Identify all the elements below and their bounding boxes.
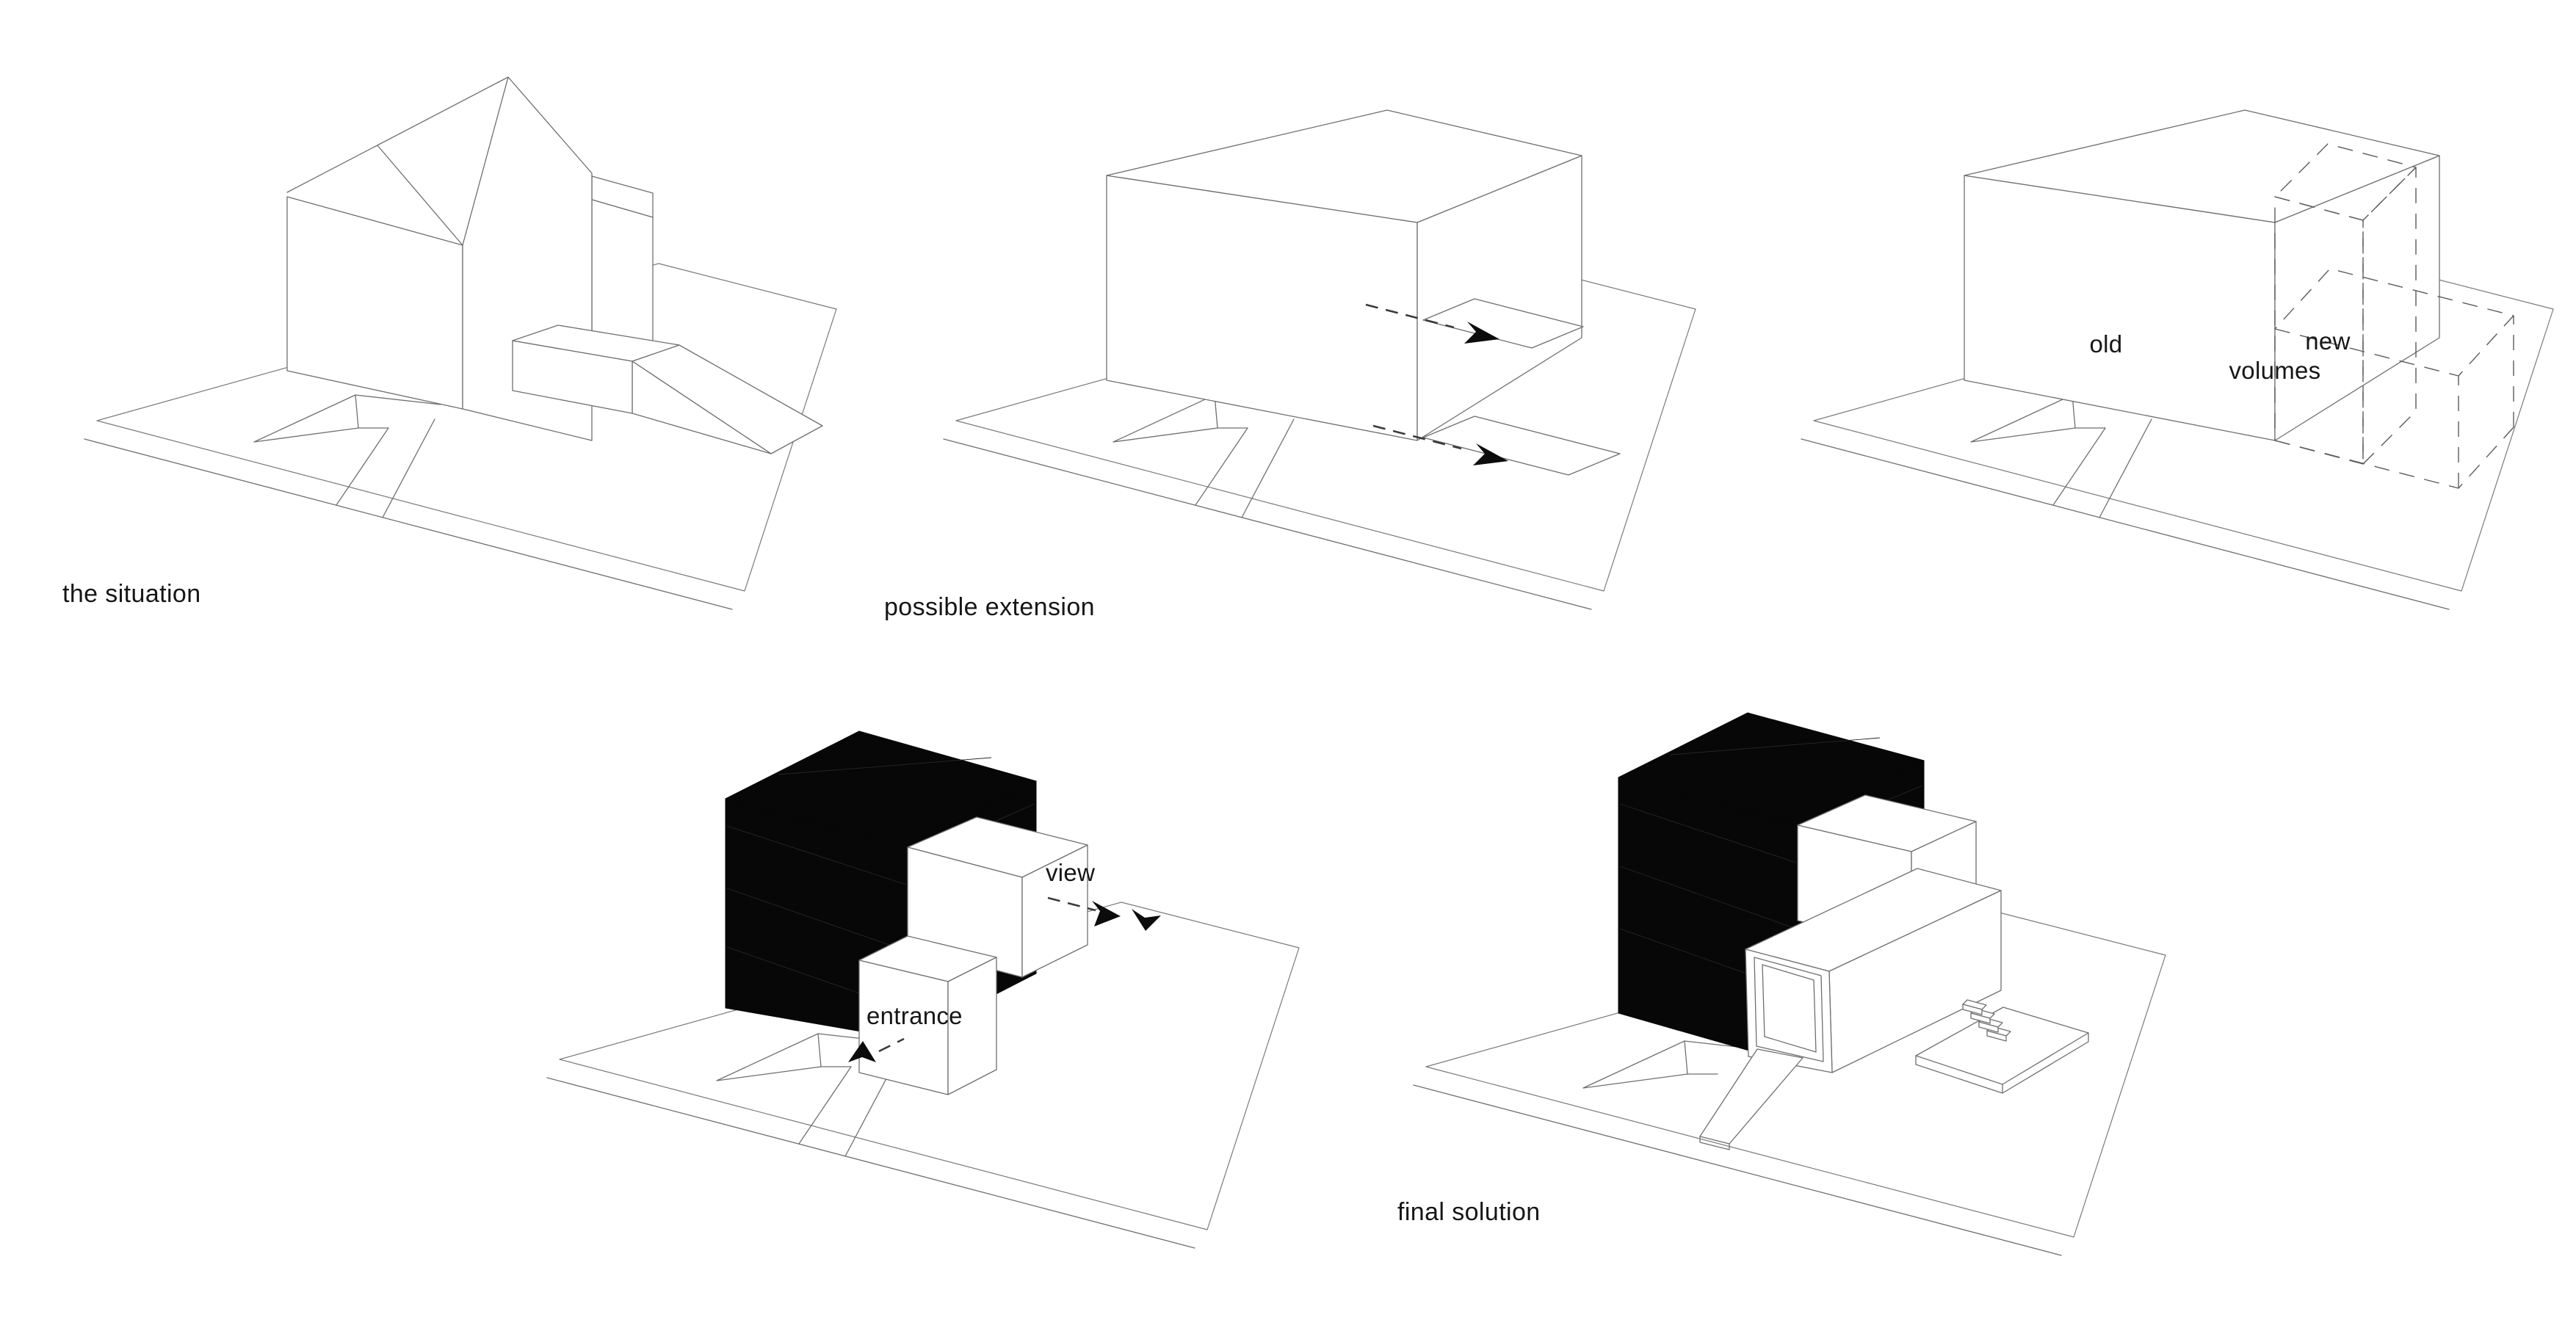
portal-face: [1745, 949, 1833, 1073]
lower-extension-plate: [1422, 416, 1621, 476]
diagram-final-solution: final solution: [1397, 712, 2166, 1256]
view-arrow-icon: [1132, 909, 1161, 931]
driveway-cut: [253, 394, 359, 443]
diagram-old-new-volumes: old volumes new: [1801, 109, 2554, 610]
view-cube-right: [1021, 844, 1088, 978]
terrace-steps: [1962, 999, 2011, 1042]
caption-extension: possible extension: [884, 593, 1095, 621]
extension-arrow-icon: [1464, 322, 1499, 344]
extension-arrows: [1365, 303, 1508, 465]
cube-top-face: [1106, 109, 1582, 223]
entrance-arrow-icon: [848, 1041, 876, 1062]
view-cube: [907, 816, 1088, 978]
label-old: old: [2090, 330, 2123, 358]
extension-arrow-icon: [1473, 443, 1508, 465]
entrance-bar: [1745, 868, 2002, 1073]
roof-ridge: [286, 76, 509, 193]
walkway: [336, 418, 435, 518]
existing-house: [286, 76, 593, 441]
caption-final: final solution: [1397, 1198, 1541, 1226]
rear-annex: [591, 175, 654, 355]
new-volume-low: [2274, 268, 2514, 489]
diagram-possible-extension: possible extension: [884, 109, 1696, 621]
diagram-the-situation: the situation: [62, 76, 837, 610]
entry-ramp: [1699, 1048, 1803, 1150]
envelope-cube: [1106, 109, 1582, 441]
diagram-view-entrance: view entrance: [546, 730, 1300, 1249]
roof-slope-edge: [377, 145, 463, 246]
old-volume-cube: [1964, 109, 2440, 441]
street-edge: [84, 438, 733, 610]
label-volumes: volumes: [2229, 357, 2321, 384]
entrance-box: [858, 935, 997, 1095]
terrace: [1915, 1007, 2089, 1094]
caption-situation: the situation: [62, 580, 201, 608]
label-new: new: [2305, 327, 2350, 355]
portal-frame-inner: [1762, 964, 1817, 1053]
label-view: view: [1046, 859, 1095, 886]
view-arrows: [1047, 896, 1161, 931]
label-entrance: entrance: [866, 1002, 963, 1029]
entrance-arrow: [848, 1037, 905, 1062]
front-shed: [512, 324, 823, 454]
portal-frame-outer: [1754, 957, 1824, 1062]
view-arrow-icon: [1092, 901, 1121, 926]
